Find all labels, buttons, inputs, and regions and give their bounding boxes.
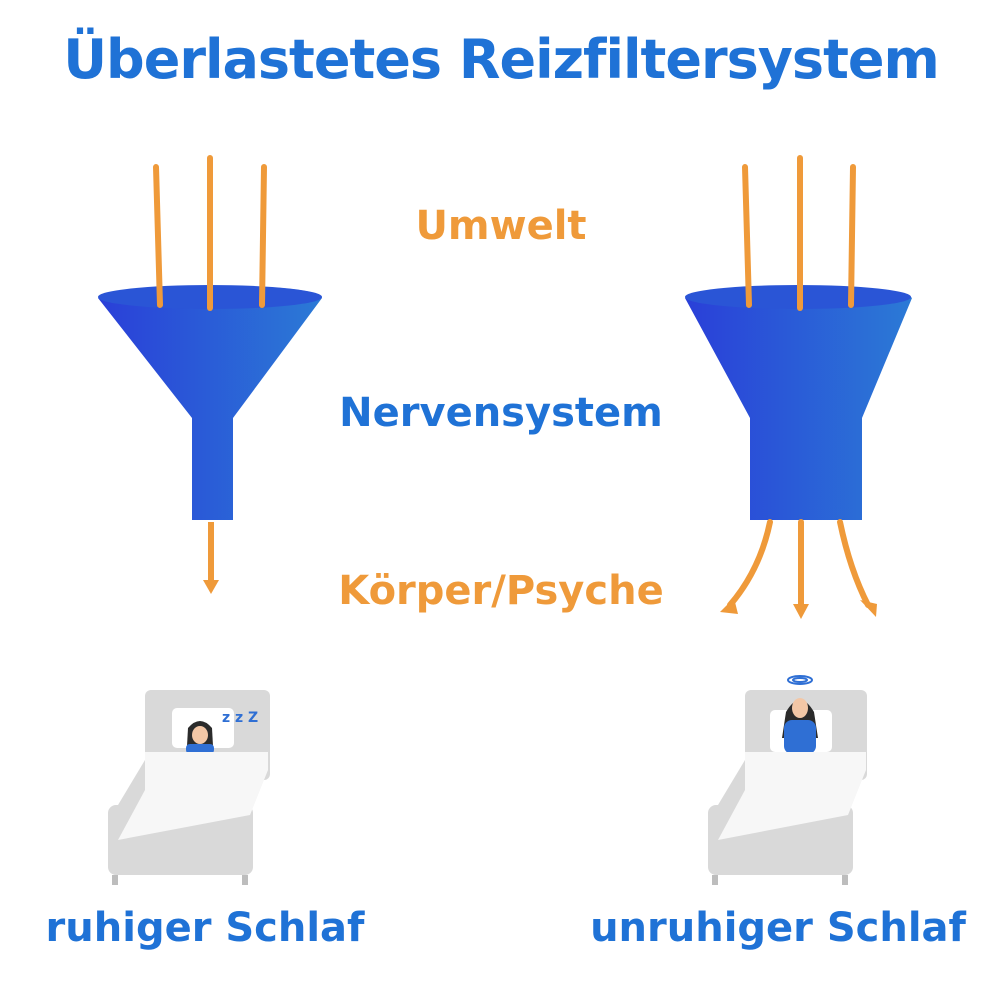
left-input-arrows	[153, 155, 267, 311]
dizzy-halo-icon	[787, 675, 813, 685]
calm-sleeper-icon	[108, 690, 270, 885]
restless-sleep-caption: unruhiger Schlaf	[590, 905, 966, 951]
diagram-title: Überlastetes Reizfiltersystem	[63, 28, 940, 91]
right-input-arrows	[742, 155, 856, 311]
left-output-arrow	[203, 522, 219, 594]
restless-sleeper-icon	[708, 690, 867, 885]
calm-sleep-caption: ruhiger Schlaf	[45, 905, 365, 951]
right-output-arrows	[727, 519, 871, 609]
body-psyche-label: Körper/Psyche	[338, 568, 664, 614]
environment-label: Umwelt	[415, 203, 587, 249]
sleep-zzz-icon: z z Z	[222, 710, 258, 726]
right-output-arrowheads	[720, 598, 877, 619]
nervous-system-label: Nervensystem	[339, 390, 663, 436]
